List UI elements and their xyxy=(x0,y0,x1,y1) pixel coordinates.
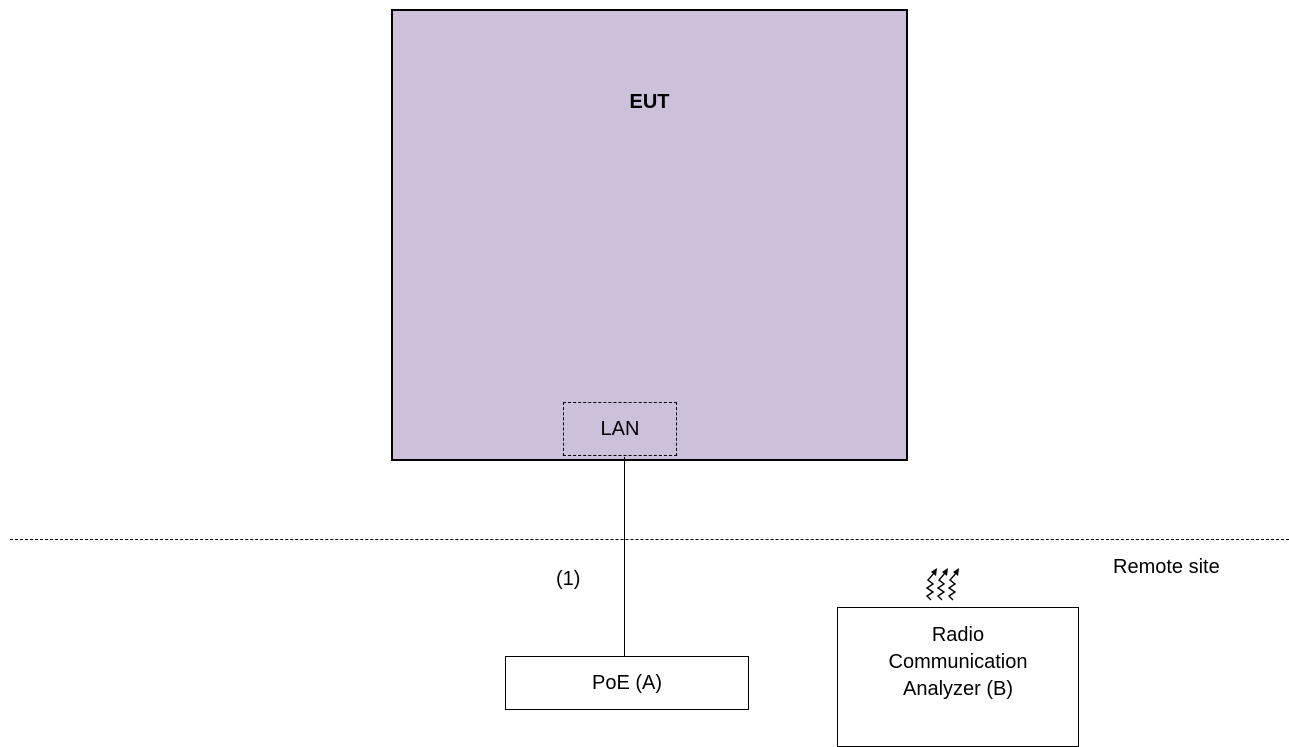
remote-site-label: Remote site xyxy=(1113,556,1220,578)
lan-port: LAN xyxy=(563,402,677,456)
poe-label: PoE (A) xyxy=(591,671,663,694)
eut-box xyxy=(391,9,908,461)
analyzer-label: Radio Communication Analyzer (B) xyxy=(838,622,1078,703)
lan-cable-line xyxy=(624,457,625,657)
radio-wave-icon xyxy=(925,568,959,601)
analyzer-label-line: Analyzer (B) xyxy=(902,678,1014,700)
poe-box: PoE (A) xyxy=(505,656,749,710)
cable-label: (1) xyxy=(556,568,581,590)
analyzer-label-line: Radio xyxy=(931,624,985,646)
analyzer-label-line: Communication xyxy=(888,651,1028,673)
eut-label: EUT xyxy=(629,91,670,113)
site-divider xyxy=(10,539,1289,540)
lan-port-label: LAN xyxy=(600,417,640,440)
radio-communication-analyzer-box: Radio Communication Analyzer (B) xyxy=(837,607,1079,747)
